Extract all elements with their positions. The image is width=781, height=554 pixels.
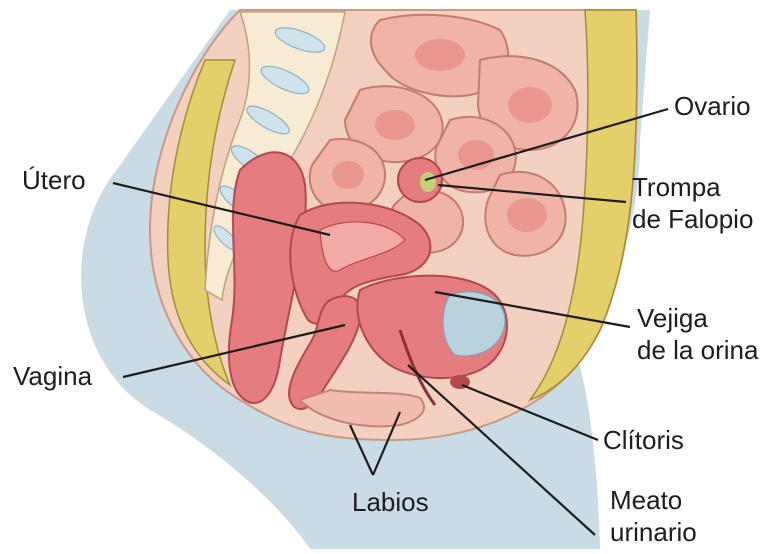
- label-meato: Meato urinario: [610, 484, 697, 548]
- label-trompa: Trompa de Falopio: [632, 171, 753, 235]
- label-trompa-line2: de Falopio: [632, 203, 753, 235]
- label-vejiga: Vejiga de la orina: [637, 302, 758, 366]
- label-vagina: Vagina: [13, 360, 92, 392]
- label-meato-line1: Meato: [610, 484, 697, 516]
- label-utero: Útero: [22, 164, 86, 196]
- label-ovario: Ovario: [674, 90, 751, 122]
- label-meato-line2: urinario: [610, 516, 697, 548]
- label-trompa-line1: Trompa: [632, 171, 753, 203]
- label-vejiga-line1: Vejiga: [637, 302, 758, 334]
- label-vejiga-line2: de la orina: [637, 334, 758, 366]
- ovary-follicle: [420, 172, 436, 192]
- label-clitoris: Clítoris: [603, 424, 684, 456]
- label-labios: Labios: [352, 486, 429, 518]
